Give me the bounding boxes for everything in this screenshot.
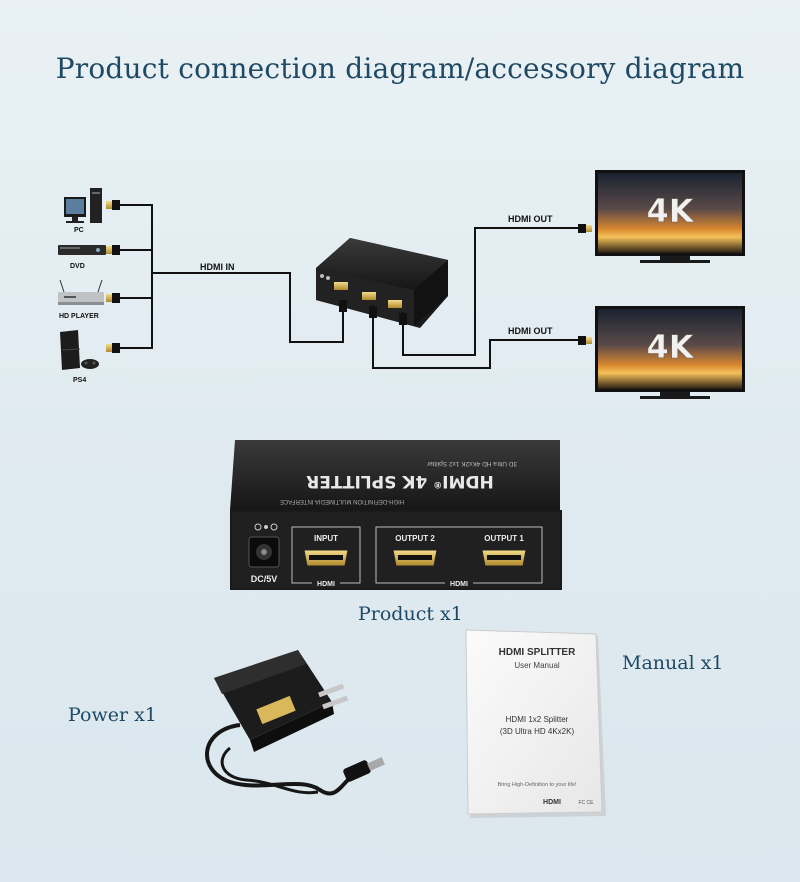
manual-subtitle: User Manual <box>514 661 560 670</box>
output2-port-label: OUTPUT 2 <box>395 534 435 543</box>
dvd-icon <box>58 245 106 255</box>
caption-manual: Manual x1 <box>622 652 724 674</box>
tv-badge-1: 4K <box>646 192 694 230</box>
hdmi-logo-input: HDMI <box>317 581 335 588</box>
tv-badge-2: 4K <box>646 328 694 366</box>
manual-tagline: Bring High-Definition to your life! <box>498 782 577 788</box>
caption-power: Power x1 <box>68 704 157 726</box>
splitter-product-name: HDMI® 4K SPLITTER <box>306 471 494 491</box>
splitter-fine-print: HIGH-DEFINITION MULTIMEDIA INTERFACE <box>280 498 404 504</box>
manual-hdmi-logo: HDMI <box>543 799 561 806</box>
output1-port-label: OUTPUT 1 <box>484 534 524 543</box>
manual-title: HDMI SPLITTER <box>499 647 576 658</box>
input-port-label: INPUT <box>314 534 338 543</box>
tv-2: 4K <box>595 306 745 399</box>
hdmi-plug-icon <box>339 224 592 345</box>
input-cables <box>118 204 344 349</box>
power-adapter <box>205 650 385 796</box>
hdmi-in-label: HDMI IN <box>200 262 235 272</box>
page-title: Product connection diagram/accessory dia… <box>55 52 745 85</box>
hdmi-out-label-1: HDMI OUT <box>508 214 553 224</box>
pc-icon <box>64 188 102 223</box>
source-label-hd-player: HD PLAYER <box>59 313 99 320</box>
hdmi-plug-icon <box>106 200 120 353</box>
splitter-subtitle: 3D Ultra HD 4Kx2K 1x2 Splitter <box>426 460 517 467</box>
manual-line-2: (3D Ultra HD 4Kx2K) <box>500 727 575 736</box>
manual-cert-marks: FC CE <box>579 800 595 806</box>
caption-product: Product x1 <box>358 603 463 625</box>
source-label-ps4: PS4 <box>73 377 86 384</box>
splitter-diagram <box>316 238 448 328</box>
power-port-label: DC/5V <box>251 574 278 584</box>
manual-line-1: HDMI 1x2 Splitter <box>506 715 569 724</box>
hdmi-logo-output: HDMI <box>450 581 468 588</box>
source-label-pc: PC <box>74 227 84 234</box>
source-label-dvd: DVD <box>70 263 85 270</box>
hdmi-out-label-2: HDMI OUT <box>508 326 553 336</box>
tv-1: 4K <box>595 170 745 263</box>
hd-player-icon <box>58 279 104 305</box>
splitter-product: HDMI® 4K SPLITTER HIGH-DEFINITION MULTIM… <box>230 440 562 590</box>
ps4-icon <box>60 330 99 370</box>
user-manual: HDMI SPLITTER User Manual HDMI 1x2 Split… <box>465 629 606 818</box>
